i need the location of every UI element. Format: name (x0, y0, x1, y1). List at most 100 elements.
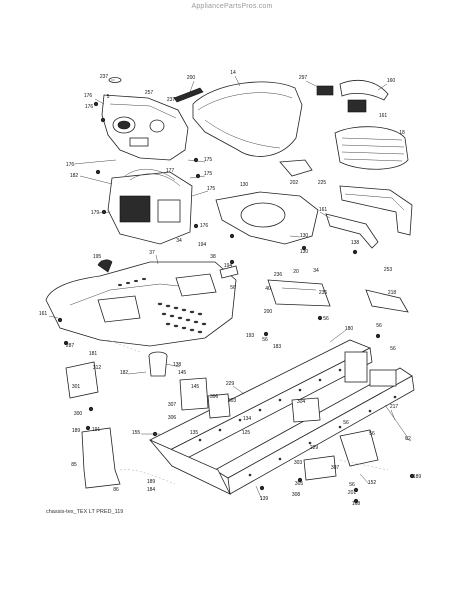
part-callout: 161 (39, 311, 48, 317)
fender-deck (45, 259, 237, 347)
part-callout: 307 (331, 465, 340, 471)
part-callout: 175 (204, 157, 213, 163)
part-callout: 306 (210, 394, 219, 400)
part-callout: 182 (70, 173, 79, 179)
part-callout: 86 (113, 487, 119, 493)
part-callout: 85 (71, 462, 77, 468)
fasteners (57, 101, 415, 504)
front-bumper (339, 185, 413, 236)
part-callout: 182 (120, 370, 129, 376)
part-callout: 56 (390, 346, 396, 352)
part-callout: 175 (204, 171, 213, 177)
part-callout: 308 (292, 492, 301, 498)
part-callout: 229 (310, 445, 319, 451)
part-callout: 5 (107, 94, 110, 100)
part-callout: 20 (293, 269, 299, 275)
grille (334, 126, 409, 170)
console-frame (215, 159, 319, 245)
part-callout: 130 (300, 233, 309, 239)
part-callout: 176 (66, 162, 75, 168)
part-callout: 56 (376, 323, 382, 329)
part-callout: 191 (92, 427, 101, 433)
guide-lines (107, 339, 389, 485)
part-callout: 236 (274, 272, 283, 278)
part-callout: 135 (190, 430, 199, 436)
part-callout: 34 (176, 238, 182, 244)
part-callout: 181 (89, 351, 98, 357)
part-callout: 56 (369, 431, 375, 437)
part-callout: 130 (240, 182, 249, 188)
part-callout: 14 (230, 70, 236, 76)
part-callout: 56 (323, 316, 329, 322)
part-callout: 194 (224, 263, 233, 269)
part-callout: 195 (93, 254, 102, 260)
part-callout: 253 (384, 267, 393, 273)
part-callout: 179 (91, 210, 100, 216)
part-callout: 139 (260, 496, 269, 502)
part-callout: 235 (319, 290, 328, 296)
part-callout: 303 (228, 398, 237, 404)
part-callout: 306 (168, 415, 177, 421)
part-callout: 218 (388, 290, 397, 296)
part-callout: 125 (242, 430, 251, 436)
part-callout: 18 (399, 130, 405, 136)
part-callout: 287 (66, 343, 75, 349)
part-callout: 161 (319, 207, 328, 213)
part-callout: 200 (264, 309, 273, 315)
part-callout: 237 (100, 74, 109, 80)
emblem-parts (108, 77, 389, 113)
part-callout: 189 (72, 428, 81, 434)
site-watermark: AppliancePartsPros.com (191, 3, 273, 10)
part-callout: 38 (210, 254, 216, 260)
part-callout: 138 (351, 240, 360, 246)
dash-panel (101, 94, 189, 161)
part-callout: 177 (166, 168, 175, 174)
part-callout: 37 (149, 250, 155, 256)
part-callout: 200 (187, 75, 196, 81)
part-callout: 193 (246, 333, 255, 339)
part-callout: 194 (198, 242, 207, 248)
part-callout: 40 (265, 286, 271, 292)
part-callout: 56 (230, 285, 236, 291)
part-callout: 56 (343, 420, 349, 426)
dash-support (107, 169, 193, 245)
leader-lines (48, 75, 412, 501)
part-callout: 175 (207, 186, 216, 192)
part-callout: 303 (294, 460, 303, 466)
part-callout: 176 (84, 93, 93, 99)
part-callout: 56 (349, 482, 355, 488)
part-callout: 300 (74, 411, 83, 417)
part-callout: 189 (413, 474, 422, 480)
part-callout: 152 (368, 480, 377, 486)
part-callout: 145 (178, 370, 187, 376)
part-callout: 304 (297, 399, 306, 405)
part-callout: 201 (348, 490, 357, 496)
part-callout: 307 (168, 402, 177, 408)
part-callout: 305 (295, 481, 304, 487)
part-callout: 237 (167, 97, 176, 103)
part-callout: 184 (147, 487, 156, 493)
part-callout: 34 (313, 268, 319, 274)
part-callout: 217 (390, 404, 399, 410)
part-callout: 130 (300, 249, 309, 255)
part-callout: 161 (379, 113, 388, 119)
misc-parts (65, 265, 409, 489)
part-callout: 52 (405, 436, 411, 442)
diagram-caption: chassis-tex_TEX LT PRED_119 (46, 509, 124, 515)
hood (192, 81, 303, 157)
part-callout: 257 (145, 90, 154, 96)
part-callout: 134 (243, 416, 252, 422)
part-callout: 297 (299, 75, 308, 81)
part-callout: 138 (173, 362, 182, 368)
part-callout: 189 (147, 479, 156, 485)
part-callout: 229 (226, 381, 235, 387)
part-callout: 202 (290, 180, 299, 186)
part-callout: 155 (132, 430, 141, 436)
part-callout: 160 (387, 78, 396, 84)
part-callout: 180 (345, 326, 354, 332)
part-callout: 168 (352, 501, 361, 507)
chassis-frame (149, 339, 415, 495)
bumper-bracket (325, 213, 379, 249)
